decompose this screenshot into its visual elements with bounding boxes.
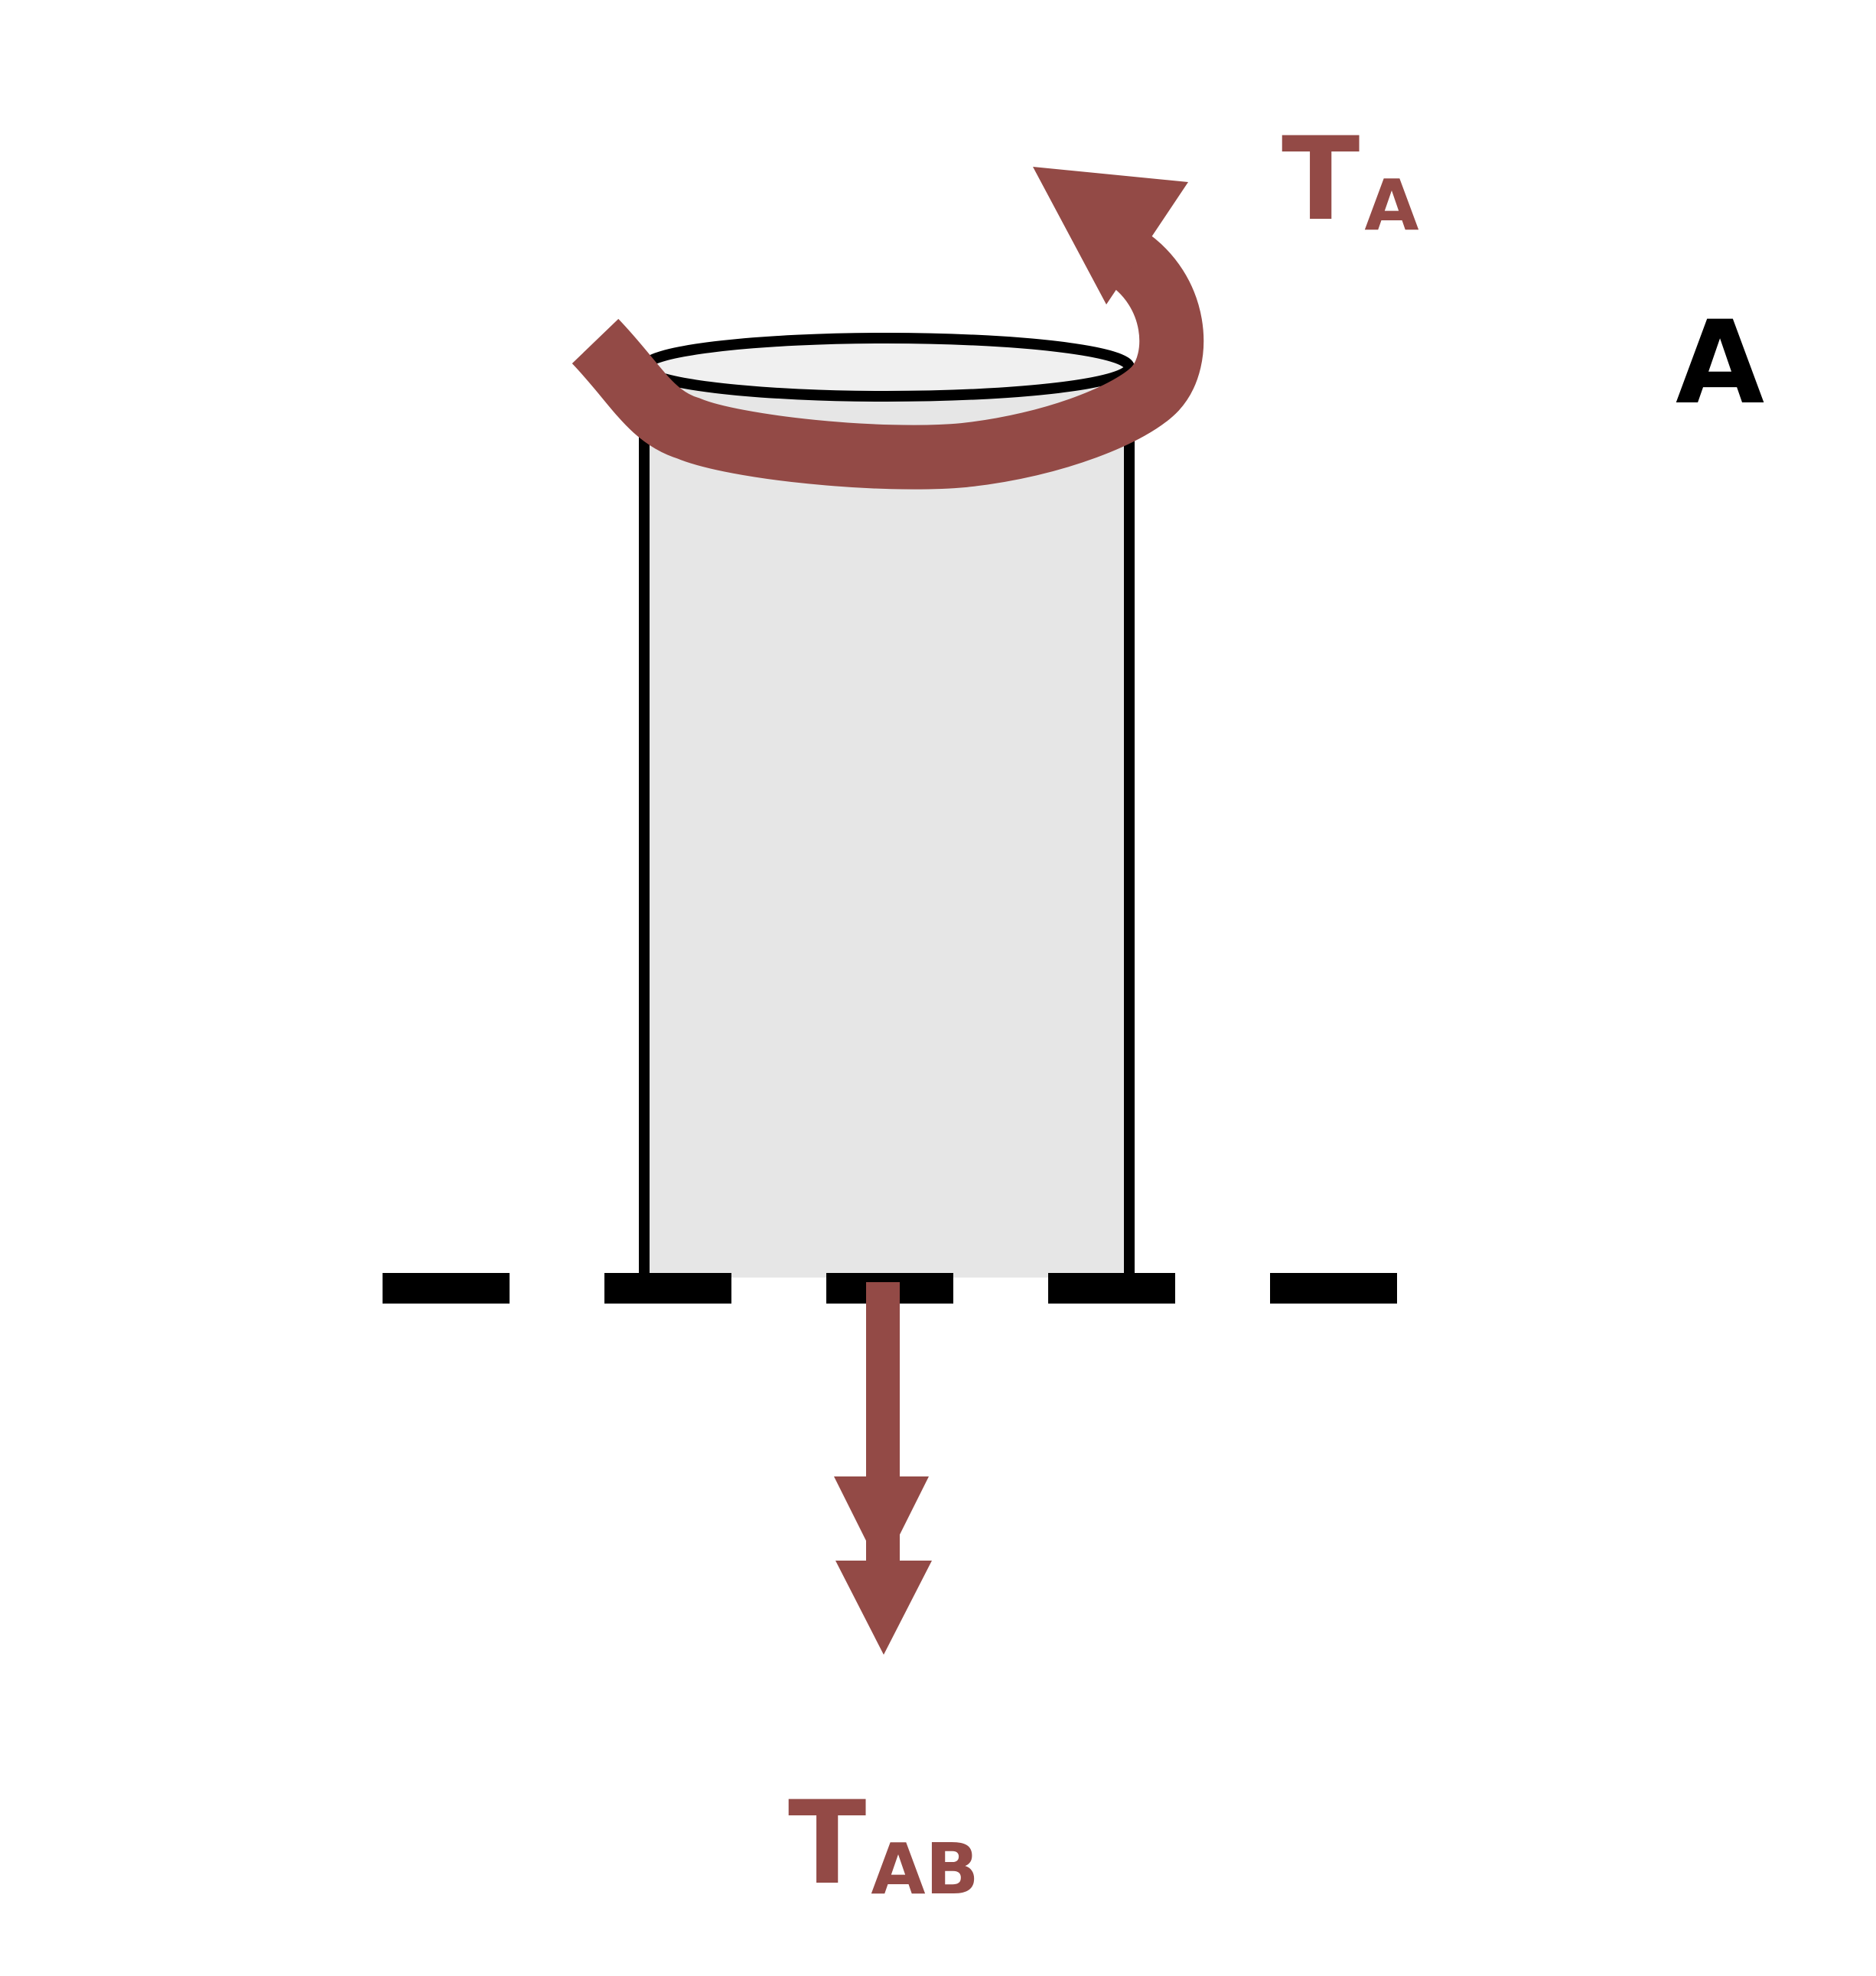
arrow-head-lower bbox=[835, 1561, 932, 1655]
section-cut-dashed-line bbox=[383, 1273, 1397, 1304]
torque-subscript: AB bbox=[871, 1828, 979, 1910]
dash bbox=[1270, 1273, 1397, 1304]
applied-torque-label: TA bbox=[1282, 122, 1419, 241]
torque-subscript: A bbox=[1364, 164, 1419, 246]
torque-arrow-shaft bbox=[572, 229, 1204, 490]
cylinder bbox=[639, 333, 1135, 1278]
torque-arrow-ta-icon bbox=[572, 167, 1204, 490]
torque-arrow-head bbox=[1033, 167, 1188, 304]
section-label: A bbox=[1676, 297, 1765, 430]
dash bbox=[383, 1273, 510, 1304]
internal-torque-label: TAB bbox=[788, 1786, 979, 1905]
internal-torque-arrow-tab-icon bbox=[834, 1282, 932, 1655]
cylinder-body bbox=[644, 360, 1129, 1278]
torque-symbol: T bbox=[1282, 113, 1360, 246]
cylinder-top bbox=[639, 333, 1135, 402]
dash bbox=[1048, 1273, 1175, 1304]
torque-symbol: T bbox=[788, 1777, 867, 1910]
dash bbox=[604, 1273, 731, 1304]
arrow-head-upper bbox=[834, 1476, 929, 1571]
